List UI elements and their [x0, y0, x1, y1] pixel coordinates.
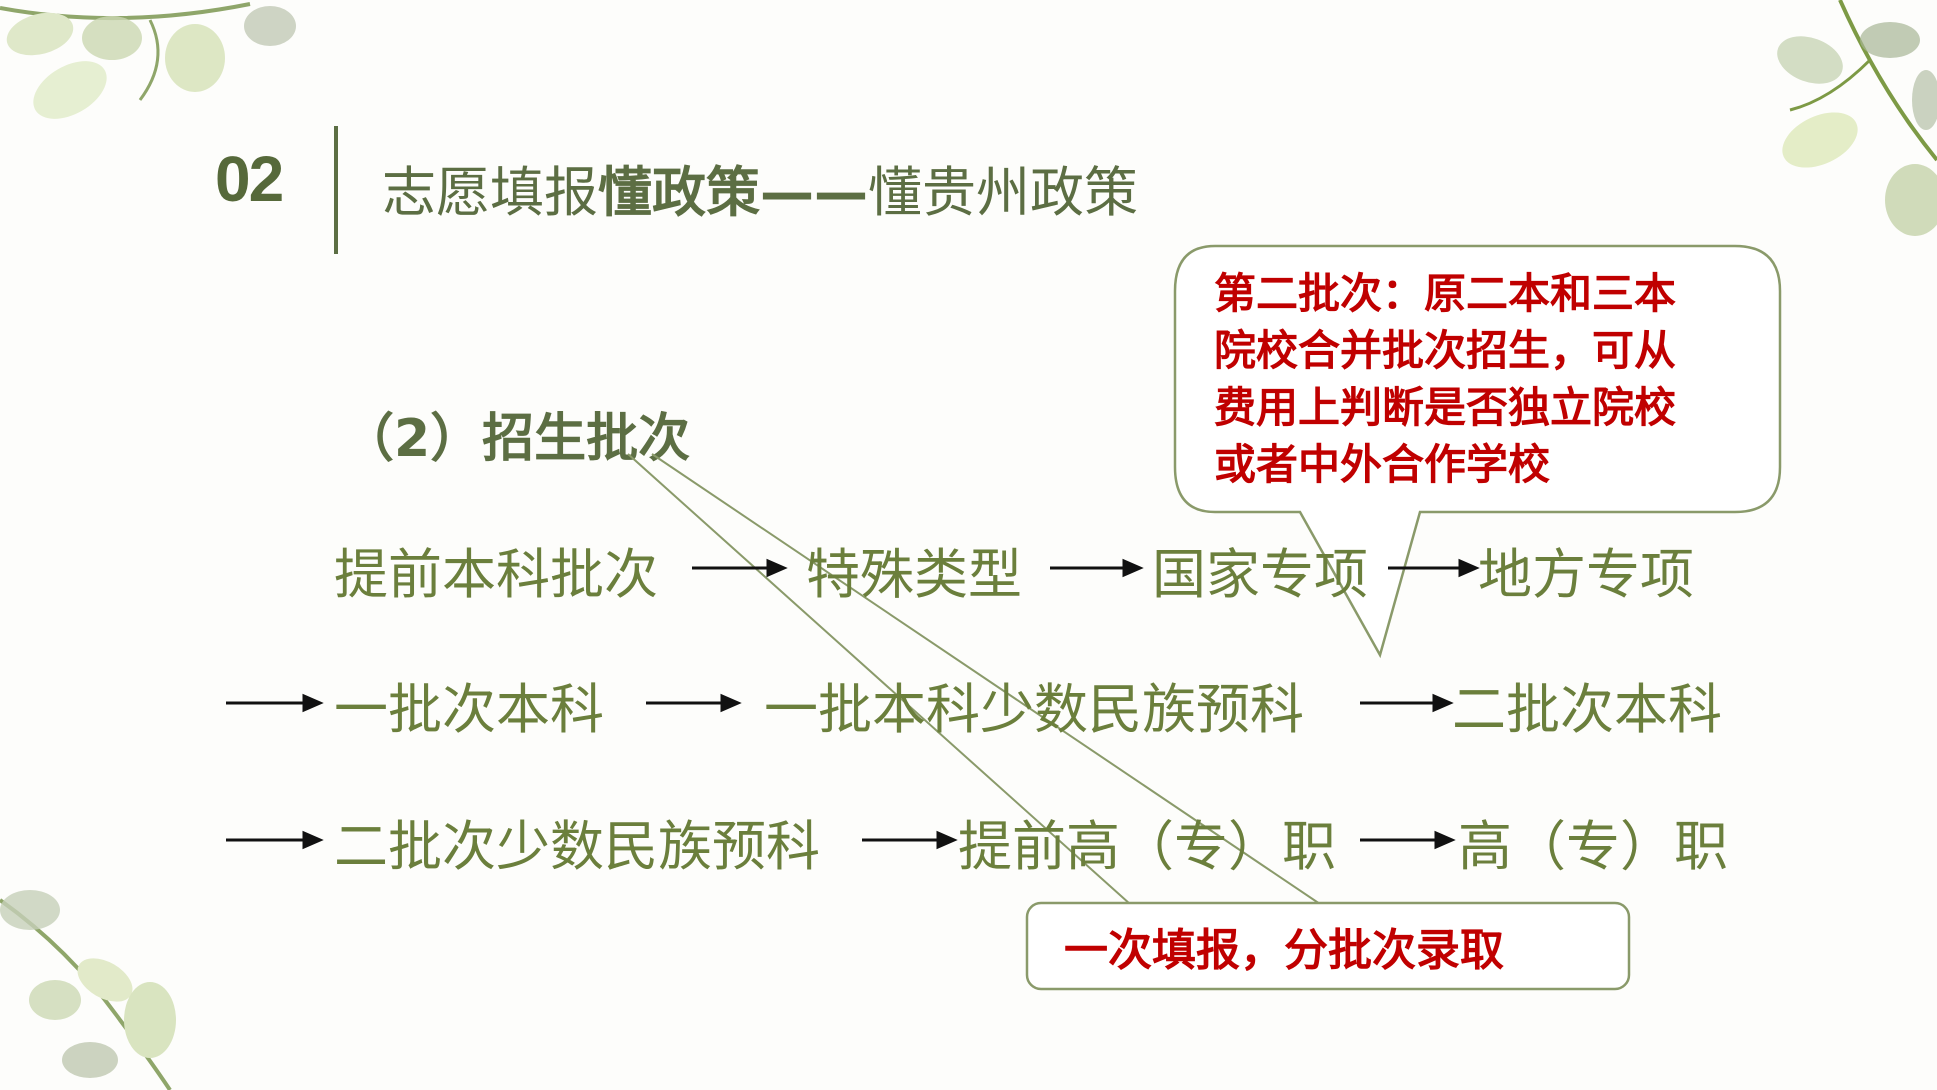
flow-step: 一批次本科	[334, 665, 604, 744]
arrow-2	[1050, 561, 1140, 575]
flow-step: 二批次少数民族预科	[334, 802, 820, 881]
callout-one-time-text: 一次填报，分批次录取	[1064, 914, 1504, 978]
arrow-4	[226, 696, 320, 710]
flow-step: 国家专项	[1152, 530, 1368, 609]
callout-second-batch-text: 第二批次：原二本和三本 院校合并批次招生，可从 费用上判断是否独立院校 或者中外…	[1214, 265, 1676, 493]
arrow-8	[862, 833, 954, 847]
flow-step: 一批本科少数民族预科	[764, 665, 1304, 744]
flow-step: 提前高（专）职	[958, 802, 1336, 881]
flow-step: 提前本科批次	[334, 530, 658, 609]
callout-line: 第二批次：原二本和三本	[1214, 265, 1676, 322]
arrow-6	[1360, 696, 1450, 710]
callout-line: 费用上判断是否独立院校	[1214, 379, 1676, 436]
callout-line: 或者中外合作学校	[1214, 436, 1676, 493]
callout-line: 院校合并批次招生，可从	[1214, 322, 1676, 379]
arrow-9	[1360, 833, 1452, 847]
arrow-1	[692, 561, 784, 575]
arrow-7	[226, 833, 320, 847]
flow-step: 地方专项	[1478, 530, 1694, 609]
flow-step: 二批次本科	[1452, 665, 1722, 744]
arrow-5	[646, 696, 738, 710]
flow-step: 高（专）职	[1458, 802, 1728, 881]
flow-step: 特殊类型	[806, 530, 1022, 609]
